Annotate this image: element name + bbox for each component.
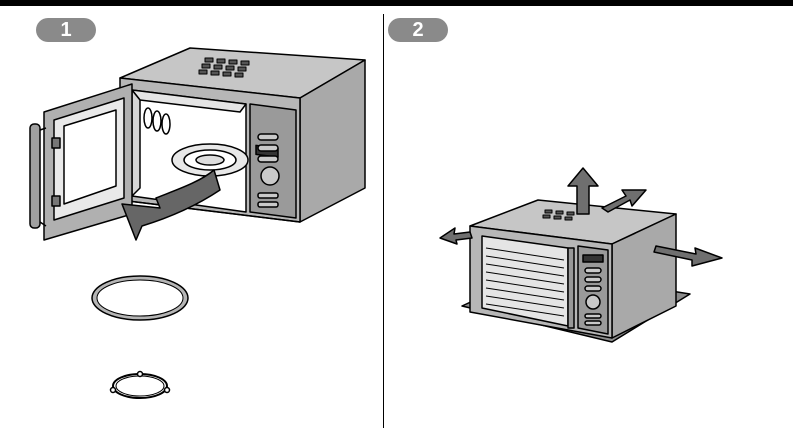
microwave-oven-open-door-icon <box>30 48 365 240</box>
glass-turntable-tray-icon <box>92 276 188 320</box>
roller-ring-icon <box>111 372 170 399</box>
arrow-left-clearance-icon <box>440 228 472 244</box>
microwave-oven-closed-icon <box>470 200 676 338</box>
step-2-illustration <box>440 168 722 342</box>
step-1-illustration <box>30 48 365 398</box>
